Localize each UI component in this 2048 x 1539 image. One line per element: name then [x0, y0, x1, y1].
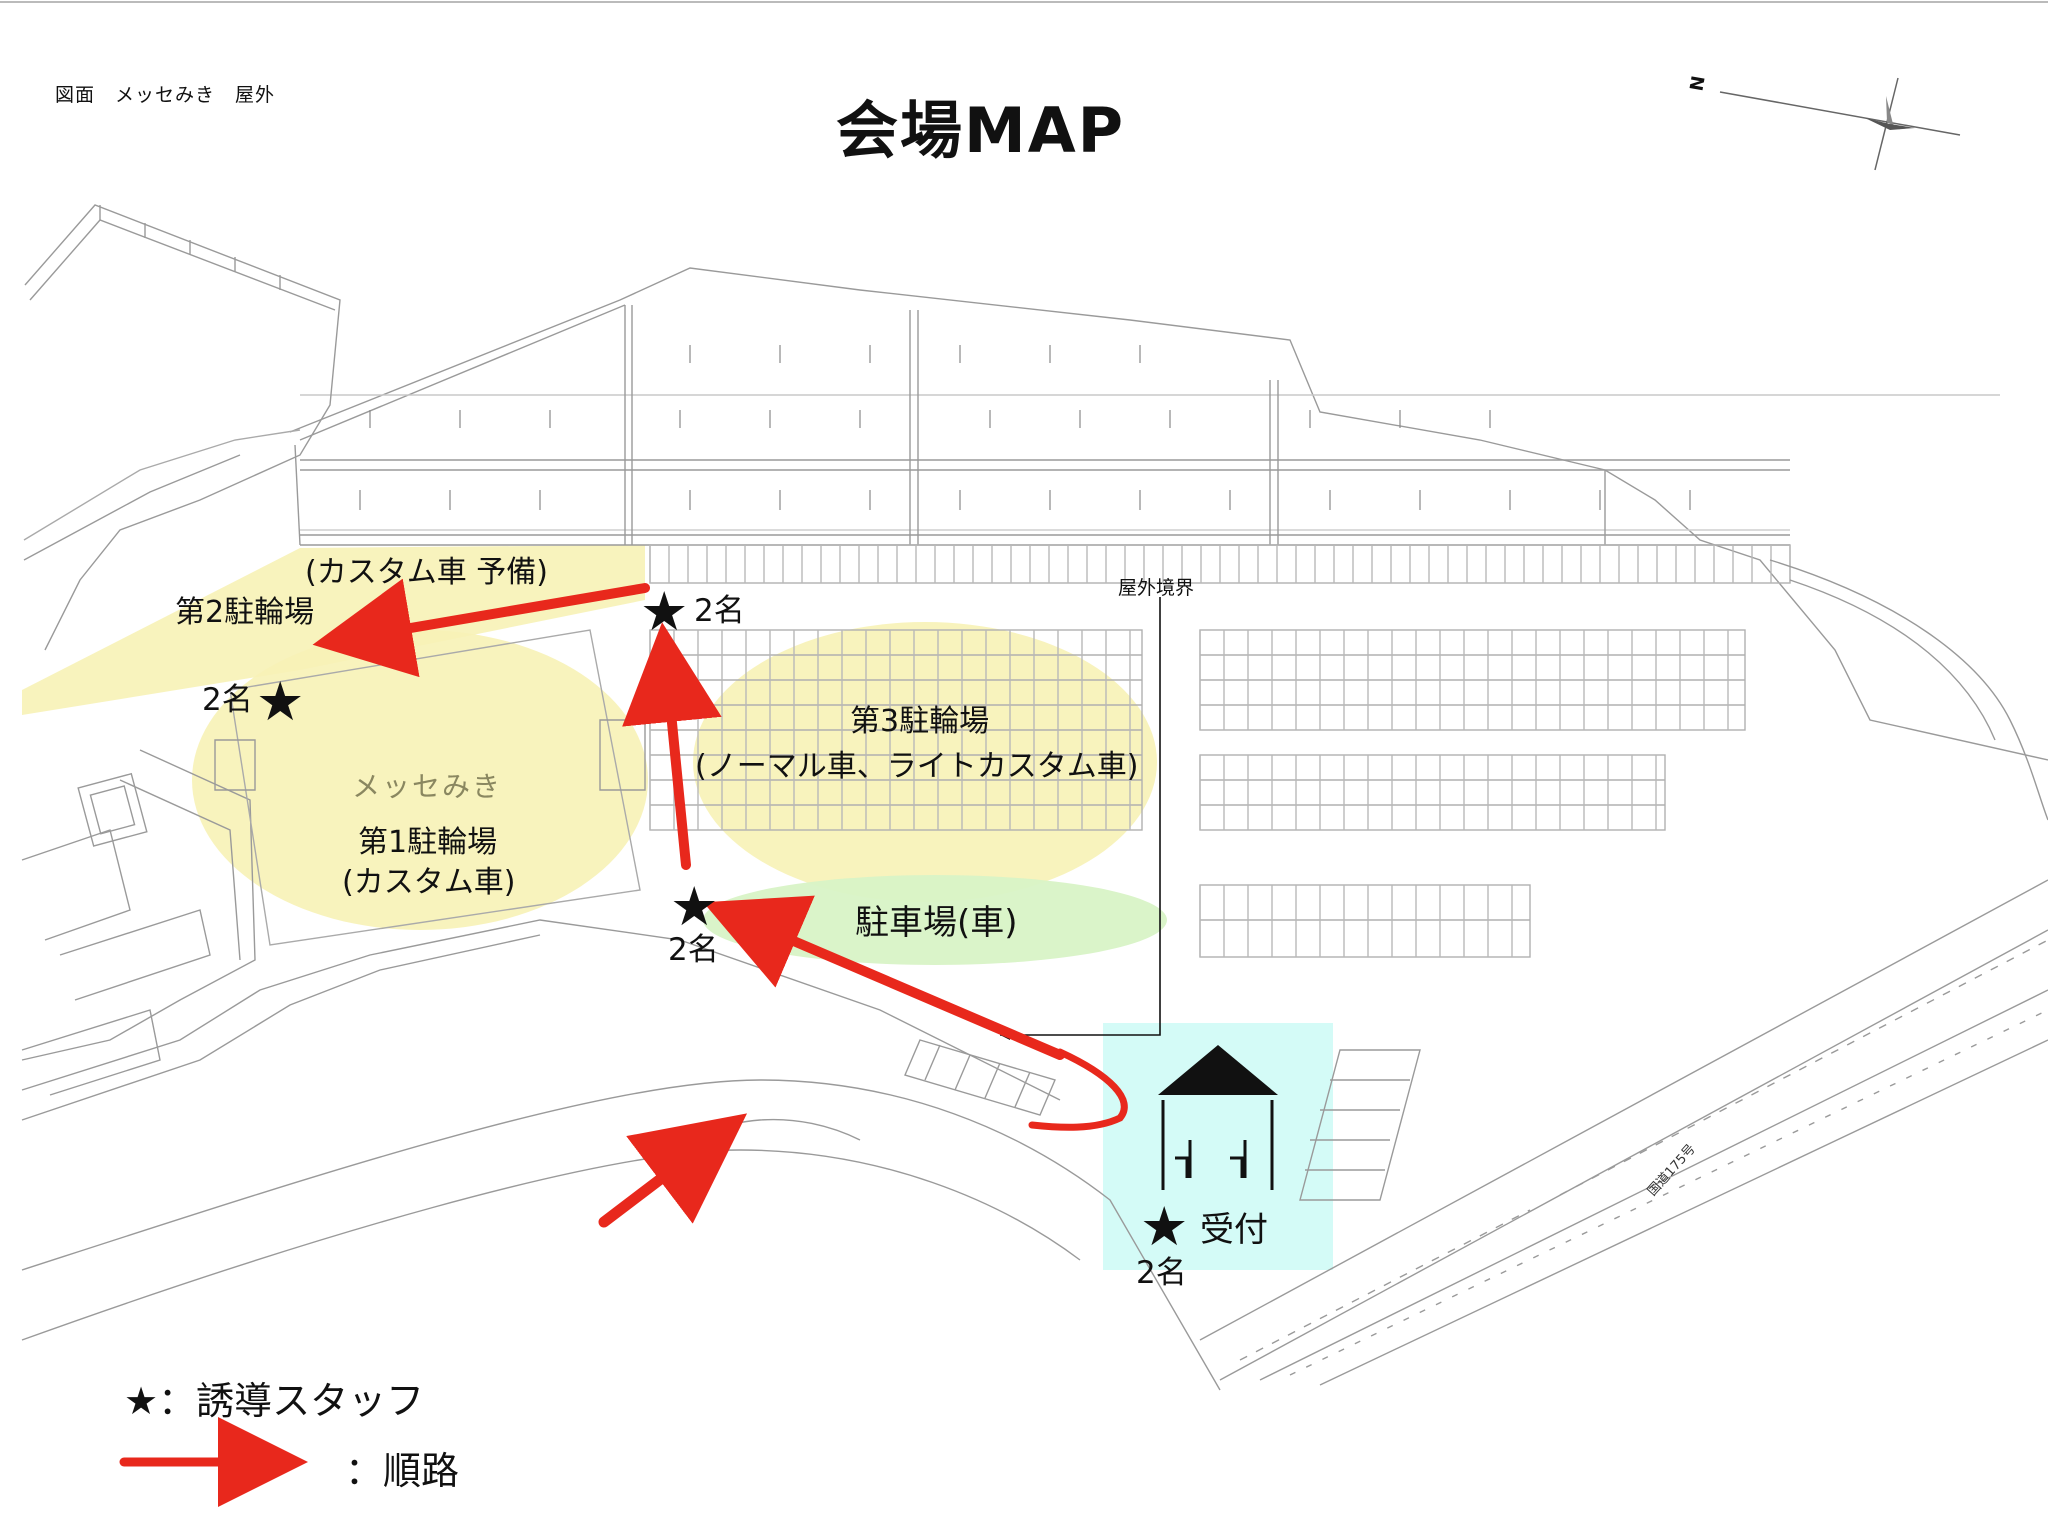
compass-north-label: N: [1684, 73, 1708, 93]
zone-label-custom-reserve: (カスタム車 予備): [305, 555, 548, 590]
road-curve-3: [21, 919, 1061, 1101]
route-arrows: [119, 578, 1128, 1507]
compass-rose: [1719, 77, 1961, 171]
staff-count: 2名: [694, 593, 745, 629]
national-road-1: [1199, 879, 2048, 1341]
legend-route: ：順路: [345, 1449, 460, 1493]
national-road-3: [1259, 989, 2048, 1381]
zone-bike1: [192, 630, 648, 930]
zone-label-bike1: 第1駐輪場: [358, 825, 498, 860]
stall-dividers: [649, 545, 1791, 957]
page-title: 会場MAP: [836, 94, 1126, 167]
zone-car-parking: [703, 875, 1167, 965]
zone-bike3: [693, 622, 1157, 902]
reception-label: 受付: [1200, 1210, 1268, 1250]
winding-path: [1769, 559, 2048, 821]
road-curve-4: [21, 934, 541, 1121]
road-curve-1: [21, 1079, 1221, 1391]
route-arrow-to-bike2: [312, 578, 650, 678]
boundary-label: 屋外境界: [1118, 577, 1195, 599]
staff-star-icon: ★: [670, 875, 719, 938]
staff-count: 2名: [668, 932, 719, 968]
staircase-topleft: [24, 204, 341, 651]
staff-count: 2名: [1136, 1255, 1187, 1291]
route-arrow-north: [622, 622, 722, 870]
staff-count: 2名: [202, 682, 253, 718]
venue-name: メッセみき: [352, 770, 503, 803]
legend-staff: ★：誘導スタッフ: [124, 1379, 425, 1423]
route-arrow-to-parking: [703, 895, 1065, 1060]
staff-star-icon: ★: [256, 670, 305, 733]
hill-outline: [289, 267, 2048, 761]
drawing-label: 図面 メッセみき 屋外: [55, 84, 276, 106]
road-curve-2: [21, 1149, 1081, 1341]
zone-label-bike2: 第2駐輪場: [175, 595, 315, 630]
national-road-4: [1319, 1039, 2048, 1386]
venue-building-outline: [229, 629, 641, 946]
national-road-2: [1219, 929, 2048, 1381]
staff-star-icon: ★: [640, 580, 689, 643]
zone-label-bike3: 第3駐輪場: [850, 704, 990, 739]
zone-label-car-parking: 駐車場(車): [855, 903, 1018, 943]
staff-star-icon: ★: [1140, 1195, 1189, 1258]
boundary-line: [1000, 597, 1161, 1036]
zone-label-bike1-sub: (カスタム車): [342, 865, 516, 900]
tent-icon: [1158, 1045, 1278, 1190]
zone-label-bike3-sub: (ノーマル車、ライトカスタム車): [695, 749, 1139, 784]
route-arrow-entry: [598, 1113, 748, 1228]
site-plan-drawing: [21, 204, 2048, 1391]
route-squiggle: [1028, 1048, 1128, 1131]
